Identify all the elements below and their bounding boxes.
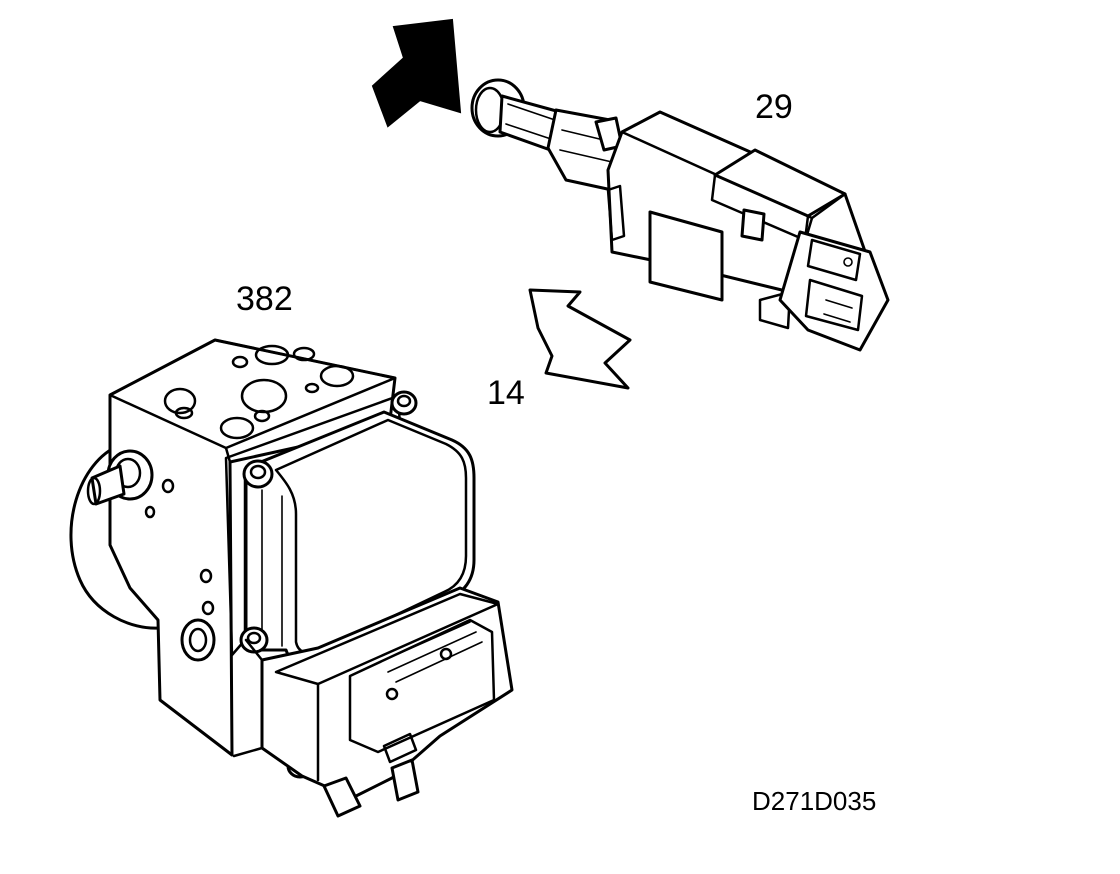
arrow-step-callout: 14 <box>487 374 525 412</box>
abs-unit-callout: 382 <box>236 280 293 318</box>
arrow-filled-icon <box>371 18 462 128</box>
arrow-outline-icon <box>528 288 632 390</box>
figure-code: D271D035 <box>752 786 877 816</box>
brake-switch-drawing <box>470 78 890 352</box>
switch-callout: 29 <box>755 88 793 126</box>
abs-unit-drawing <box>69 338 514 818</box>
